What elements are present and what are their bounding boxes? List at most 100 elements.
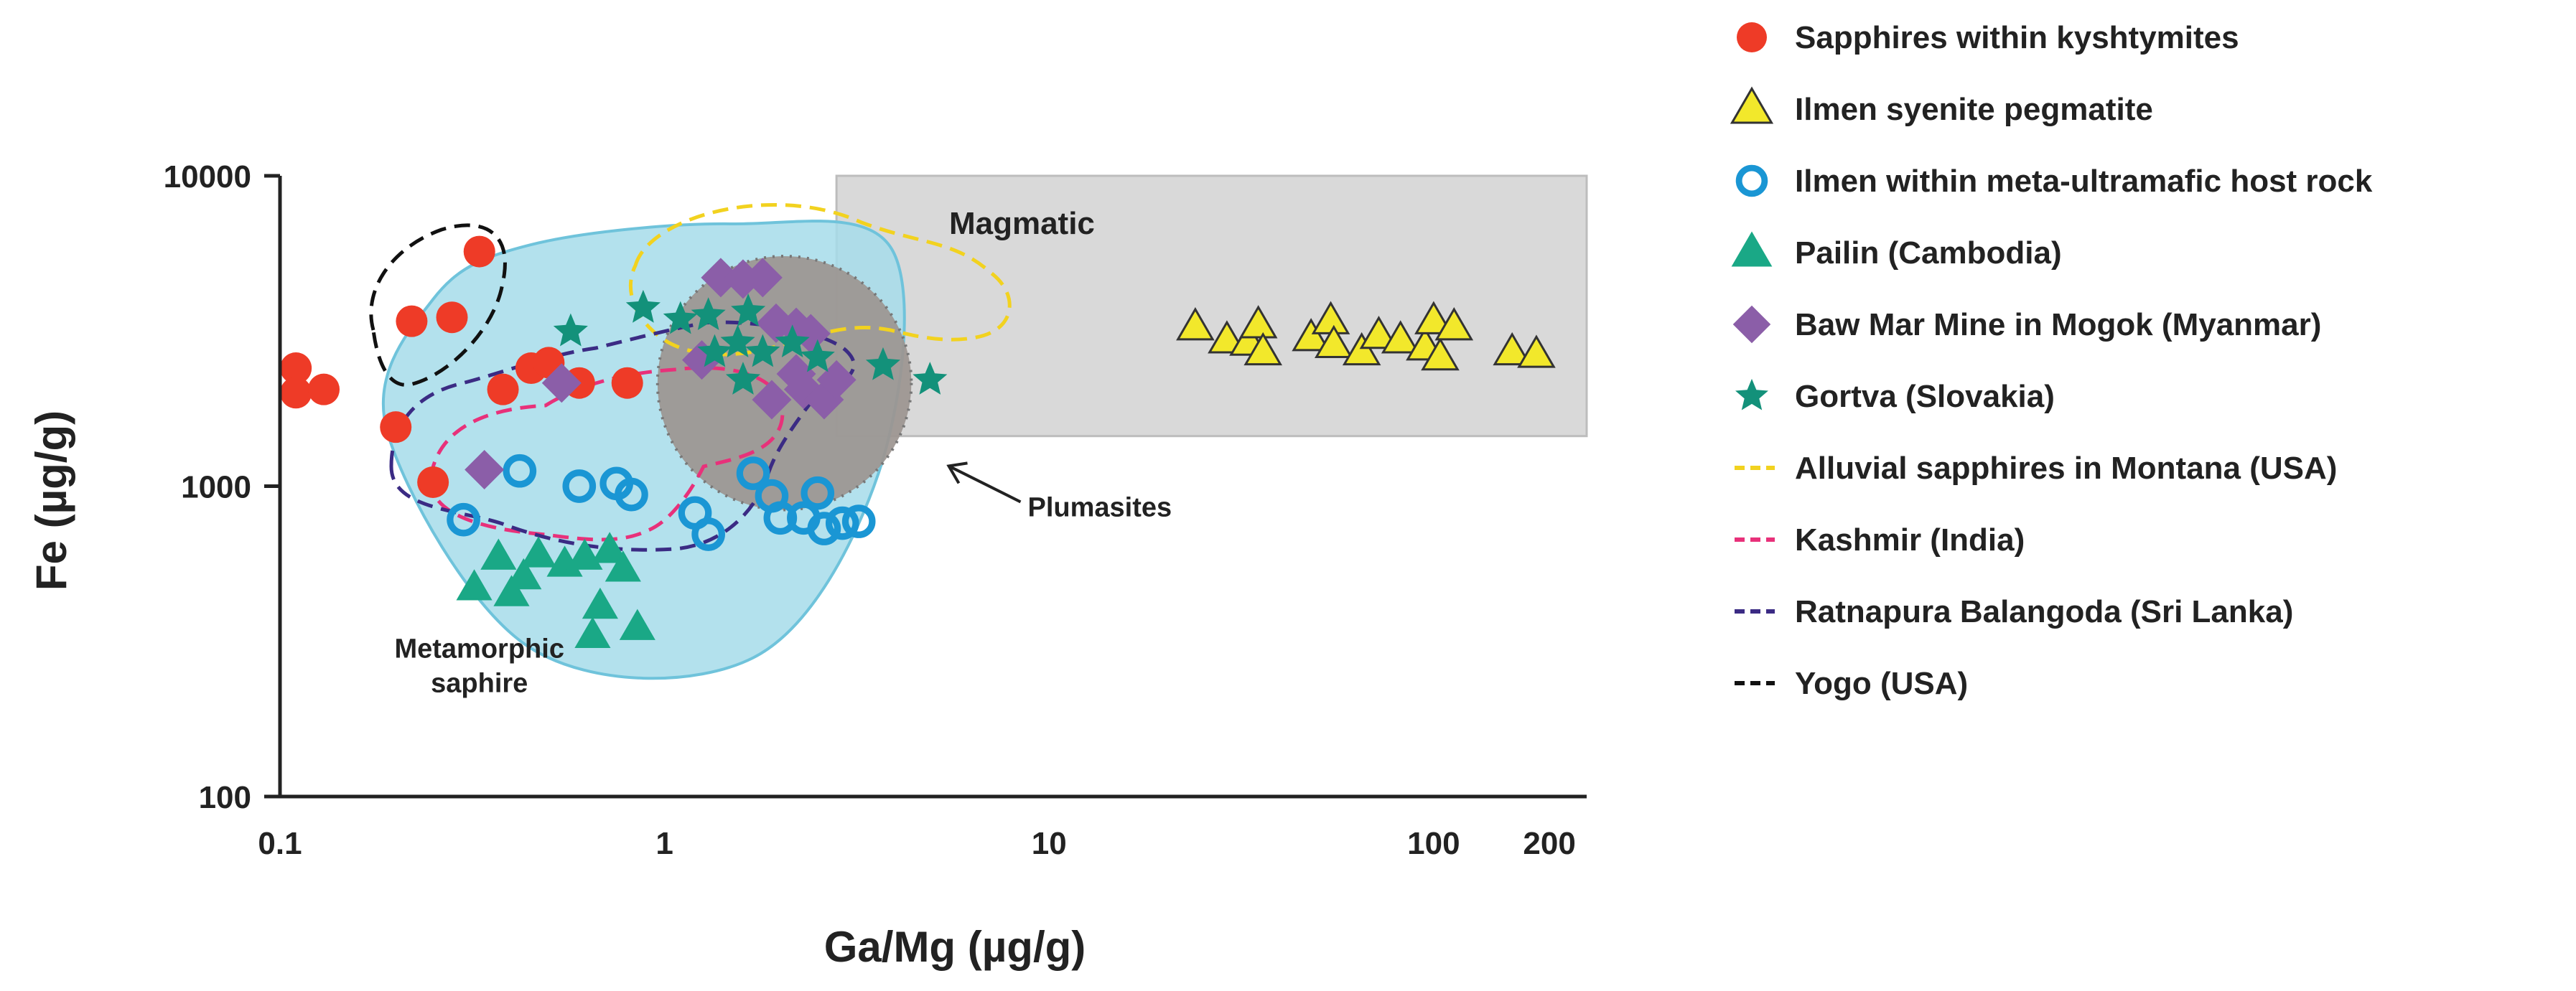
point-pailin-cambodia	[619, 609, 655, 640]
y-axis-label: Fe (µg/g)	[27, 410, 75, 591]
point-pailin-cambodia	[582, 587, 618, 619]
point-ilmen-within-meta-ultramafic-host-rock	[562, 469, 597, 503]
point-ilmen-within-meta-ultramafic-host-rock	[447, 502, 480, 537]
point-sapphires-within-kyshtymites	[280, 377, 312, 409]
point-gortva-slovakia	[691, 297, 726, 330]
legend-marker-ilmen-syenite-pegmatite	[1730, 86, 1774, 124]
point-pailin-cambodia	[480, 538, 517, 570]
point-pailin-cambodia	[493, 575, 530, 606]
point-sapphires-within-kyshtymites	[417, 466, 449, 498]
point-pailin-cambodia	[520, 536, 557, 568]
point-baw-mar-mine-in-mogok-myanmar	[752, 380, 792, 420]
point-gortva-slovakia	[775, 324, 810, 357]
point-ilmen-syenite-pegmatite	[1314, 324, 1353, 358]
point-pailin-cambodia	[605, 550, 641, 582]
point-ilmen-within-meta-ultramafic-host-rock	[736, 456, 770, 490]
point-pailin-cambodia	[505, 558, 542, 590]
y-tick-label: 100	[199, 780, 251, 815]
x-tick-label: 10	[1032, 826, 1067, 861]
plumasites-arrow	[948, 464, 1022, 504]
point-ilmen-syenite-pegmatite	[1434, 307, 1474, 341]
legend-label-yogo-usa: Yogo (USA)	[1795, 666, 1968, 701]
point-ilmen-syenite-pegmatite	[1243, 332, 1283, 366]
legend-label-kashmir-india: Kashmir (India)	[1795, 522, 2025, 558]
point-ilmen-syenite-pegmatite	[1342, 332, 1381, 366]
outline-kashmir	[429, 366, 785, 542]
point-gortva-slovakia	[913, 362, 948, 395]
point-ilmen-within-meta-ultramafic-host-rock	[763, 501, 798, 535]
point-sapphires-within-kyshtymites	[436, 301, 468, 334]
points-layer	[280, 235, 1556, 648]
point-gortva-slovakia	[697, 334, 732, 367]
legend-marker-sapphires-within-kyshtymites	[1737, 22, 1767, 52]
x-tick-label: 0.1	[258, 826, 302, 861]
point-pailin-cambodia	[592, 532, 628, 563]
y-tick-label: 10000	[164, 159, 251, 194]
point-baw-mar-mine-in-mogok-myanmar	[701, 258, 741, 298]
point-ilmen-within-meta-ultramafic-host-rock	[615, 477, 648, 512]
series-pailin-cambodia	[456, 532, 655, 648]
point-sapphires-within-kyshtymites	[380, 411, 412, 443]
outline-montana	[629, 202, 1012, 357]
annotation-plumasites: Plumasites	[1028, 492, 1172, 522]
regions-layer	[381, 174, 1588, 680]
point-sapphires-within-kyshtymites	[487, 373, 519, 405]
point-sapphires-within-kyshtymites	[308, 373, 340, 405]
x-tick-label: 200	[1523, 826, 1575, 861]
point-sapphires-within-kyshtymites	[463, 235, 495, 268]
point-baw-mar-mine-in-mogok-myanmar	[776, 354, 816, 394]
plumasites-arrowhead	[946, 461, 968, 484]
legend-marker-pailin-cambodia	[1731, 231, 1773, 267]
point-gortva-slovakia	[865, 347, 901, 380]
point-ilmen-syenite-pegmatite	[1493, 332, 1531, 366]
point-sapphires-within-kyshtymites	[396, 305, 428, 337]
series-ilmen-syenite-pegmatite	[1176, 301, 1556, 371]
series-gortva-slovakia	[553, 289, 948, 395]
legend-marker-baw-mar-mine-in-mogok-myanmar	[1732, 305, 1771, 344]
point-gortva-slovakia	[731, 293, 766, 327]
point-gortva-slovakia	[725, 362, 761, 395]
legend-label-baw-mar-mine-in-mogok-myanmar: Baw Mar Mine in Mogok (Myanmar)	[1795, 307, 2321, 342]
point-ilmen-syenite-pegmatite	[1421, 337, 1460, 371]
point-ilmen-within-meta-ultramafic-host-rock	[503, 454, 537, 488]
point-sapphires-within-kyshtymites	[611, 367, 643, 399]
point-gortva-slovakia	[625, 289, 661, 323]
point-ilmen-syenite-pegmatite	[1359, 315, 1399, 349]
point-gortva-slovakia	[745, 334, 780, 367]
legend-label-alluvial-sapphires-in-montana-usa: Alluvial sapphires in Montana (USA)	[1795, 451, 2337, 486]
legend-label-ilmen-within-meta-ultramafic-host-rock: Ilmen within meta-ultramafic host rock	[1795, 164, 2373, 199]
point-ilmen-syenite-pegmatite	[1517, 334, 1556, 368]
legend-label-sapphires-within-kyshtymites: Sapphires within kyshtymites	[1795, 20, 2239, 55]
point-ilmen-within-meta-ultramafic-host-rock	[825, 506, 859, 540]
region-plumasites	[655, 254, 913, 512]
point-ilmen-syenite-pegmatite	[1176, 307, 1215, 341]
x-axis-label: Ga/Mg (µg/g)	[824, 923, 1086, 971]
outline-yogo	[369, 223, 507, 387]
point-sapphires-within-kyshtymites	[280, 352, 312, 385]
point-ilmen-within-meta-ultramafic-host-rock	[691, 517, 725, 551]
series-baw-mar-mine-in-mogok-myanmar	[465, 258, 857, 490]
series-ilmen-within-meta-ultramafic-host-rock	[447, 454, 876, 551]
x-tick-label: 100	[1407, 826, 1460, 861]
point-ilmen-within-meta-ultramafic-host-rock	[807, 512, 841, 545]
point-pailin-cambodia	[574, 616, 611, 648]
legend-label-ilmen-syenite-pegmatite: Ilmen syenite pegmatite	[1795, 92, 2153, 127]
point-baw-mar-mine-in-mogok-myanmar	[742, 258, 783, 298]
point-ilmen-syenite-pegmatite	[1381, 320, 1420, 354]
legend-label-gortva-slovakia: Gortva (Slovakia)	[1795, 379, 2055, 414]
point-gortva-slovakia	[553, 313, 588, 347]
point-pailin-cambodia	[456, 569, 493, 601]
legend-label-ratnapura-balangoda-sri-lanka: Ratnapura Balangoda (Sri Lanka)	[1795, 594, 2293, 629]
point-ilmen-syenite-pegmatite	[1414, 301, 1453, 334]
legend-marker-ilmen-within-meta-ultramafic-host-rock	[1735, 164, 1768, 197]
x-tick-label: 1	[655, 826, 673, 861]
point-baw-mar-mine-in-mogok-myanmar	[465, 450, 505, 490]
point-ilmen-within-meta-ultramafic-host-rock	[841, 504, 876, 538]
legend-marker-gortva-slovakia	[1735, 378, 1768, 410]
